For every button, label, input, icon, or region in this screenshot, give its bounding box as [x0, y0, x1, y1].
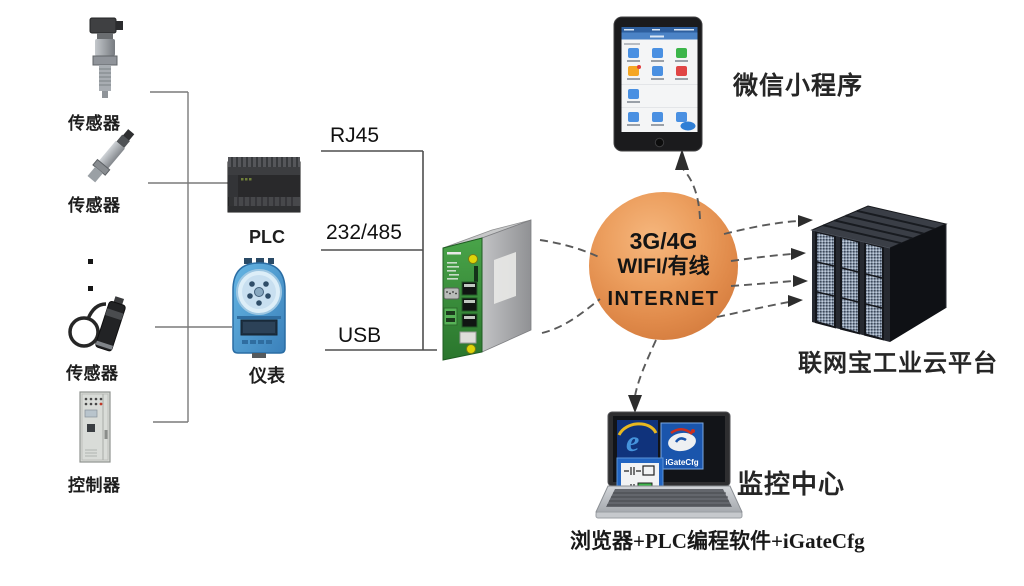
cloud-line-3g4g: 3G/4G	[629, 228, 698, 254]
probe-sensor-icon	[87, 129, 135, 183]
ellipsis-dot-2	[88, 286, 93, 291]
ie-browser-icon: e	[617, 420, 658, 458]
monitor-center-label: 监控中心	[737, 469, 846, 499]
laptop-icon: e iGateCfg	[595, 411, 743, 519]
sensor1-label: 传感器	[68, 114, 121, 133]
arrowhead-to-server-2	[791, 248, 806, 260]
cloud-server-rack-icon	[810, 205, 948, 342]
igatecfg-tile-label: iGateCfg	[665, 458, 698, 467]
tablet-icon	[613, 16, 703, 152]
plc-label: PLC	[249, 227, 285, 247]
sensor-bus-bracket	[148, 91, 232, 423]
cloud-line-wifi: WIFI/有线	[617, 255, 710, 278]
rj45-link-label: RJ45	[330, 124, 380, 147]
cloud-line-internet: INTERNET	[607, 288, 720, 310]
dashed-link-cloud-to-laptop	[634, 339, 657, 397]
usb-link-label: USB	[338, 324, 382, 347]
meter-label: 仪表	[249, 366, 285, 386]
controller-cabinet-icon	[79, 391, 111, 463]
ellipsis-dot-1	[88, 259, 93, 264]
interface-bracket	[321, 150, 437, 351]
cloud-platform-label: 联网宝工业云平台	[798, 350, 998, 377]
internet-cloud-circle: 3G/4G WIFI/有线 INTERNET	[589, 192, 738, 340]
arrowhead-to-server-4	[788, 295, 803, 307]
monitor-tools-label: 浏览器+PLC编程软件+iGateCfg	[570, 529, 865, 553]
pressure-sensor-icon	[89, 17, 123, 98]
plc-icon	[227, 157, 301, 213]
igatecfg-app-icon: iGateCfg	[660, 422, 704, 470]
sensor2-label: 传感器	[68, 196, 121, 215]
controller-label: 控制器	[68, 476, 121, 495]
sensor3-label: 传感器	[66, 364, 119, 383]
wechat-miniprogram-label: 微信小程序	[733, 72, 864, 100]
meter-icon	[232, 258, 286, 358]
serial-link-label: 232/485	[326, 221, 402, 244]
industrial-router-icon	[442, 219, 532, 361]
dashed-link-cloud-to-server-3	[730, 280, 795, 287]
svg-text:e: e	[626, 425, 639, 458]
cable-sensor-icon	[68, 296, 126, 352]
dashed-link-cloud-to-server-2	[730, 253, 793, 262]
